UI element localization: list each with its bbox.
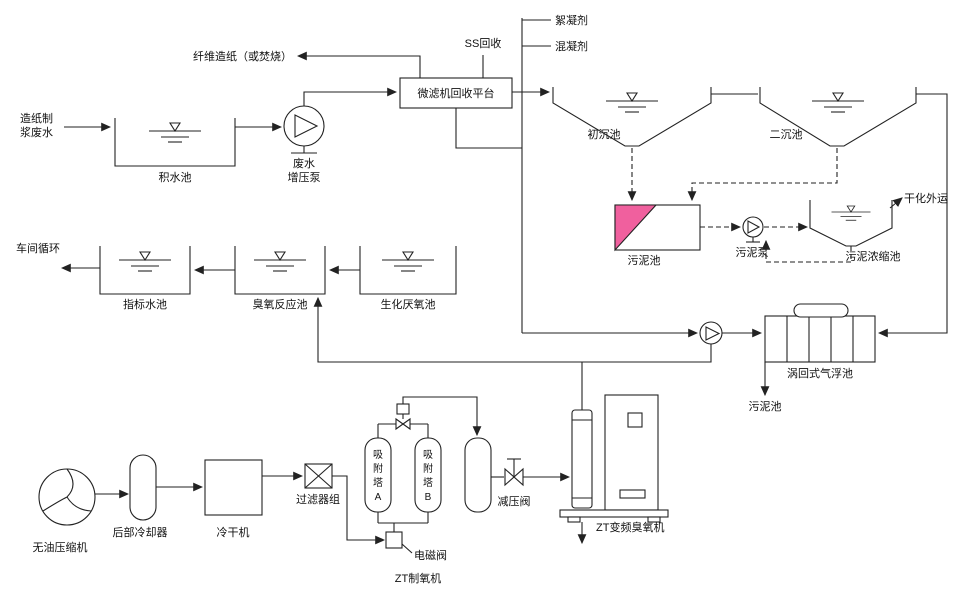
workshop-cycle-label: 车间循环 xyxy=(16,241,60,255)
ozone-base-foot xyxy=(647,516,661,523)
microfilter-platform-label: 微滤机回收平台 xyxy=(418,86,495,100)
ozone-base-shape xyxy=(559,509,669,518)
ozone-supply-section: 无油压缩机 后部冷却器 冷干机 过滤器组 电磁阀 ZT制氧机 吸 附 塔 A 吸… xyxy=(33,362,669,585)
ss-recovery-label: SS回收 xyxy=(465,36,502,50)
pipe-fiber-recovery xyxy=(296,51,421,78)
solenoid-valve-label: 电磁阀 xyxy=(414,548,447,562)
ozone-tank-shape xyxy=(234,246,326,295)
pressure-reducing-valve-icon xyxy=(504,467,524,487)
primary-sedimentation-shape xyxy=(552,87,712,147)
indicator-tank-shape xyxy=(99,246,191,295)
pipe-filter-to-solenoid xyxy=(332,475,386,545)
booster-pump-impeller xyxy=(294,114,319,138)
sludge-tank-highlight xyxy=(614,204,658,252)
tower-a-char1: 吸 xyxy=(373,450,383,461)
water-level-icon xyxy=(811,92,865,113)
booster-pump-label-line2: 增压泵 xyxy=(288,170,321,184)
tower-b-char2: 附 xyxy=(423,462,433,475)
wastewater-section: 造纸制 浆废水 积水池 废水 增压泵 微滤机回收平台 纤维造纸（或焚烧） SS回… xyxy=(20,13,948,338)
compressor-blade xyxy=(42,496,68,512)
tower-b-char3: 塔 xyxy=(423,476,433,489)
pipe-return-ozone-feed xyxy=(313,296,712,363)
coagulant-label: 混凝剂 xyxy=(555,39,588,53)
cabinet-panel-icon xyxy=(627,412,643,428)
pipe-booster-to-microfilter xyxy=(303,87,398,106)
pipe-secondary-to-flotation xyxy=(877,93,948,338)
flotation-label: 涡回式气浮池 xyxy=(787,366,853,380)
compressor-blade xyxy=(66,468,74,498)
oxygen-buffer-tank-shape xyxy=(464,437,492,513)
flotation-pump-impeller xyxy=(705,326,721,341)
water-level-icon xyxy=(831,205,871,221)
cooler-shape xyxy=(129,454,157,521)
oxygen-machine-label: ZT制氧机 xyxy=(395,571,441,585)
anaerobic-tank-shape xyxy=(359,246,457,295)
flotation-dome xyxy=(793,303,849,318)
ozone-base-foot xyxy=(567,516,581,523)
changeover-valve-icon xyxy=(395,417,411,431)
filter-label: 过滤器组 xyxy=(296,492,340,506)
flocculant-label: 絮凝剂 xyxy=(555,13,588,27)
treatment-row-section: 涡回式气浮池 污泥池 生化厌氧池 臭氧反应池 指标水池 车间循环 xyxy=(16,241,876,413)
sludge-pump-impeller xyxy=(747,220,761,234)
tower-b-char4: B xyxy=(425,492,432,503)
flotation-tank-shape xyxy=(764,315,876,363)
ozone-generator-tube-shape xyxy=(571,409,593,509)
pipe-tower-tops xyxy=(377,423,429,438)
thickener-label: 污泥浓缩池 xyxy=(846,250,901,263)
sludge-tank-label: 污泥池 xyxy=(628,254,661,267)
cabinet-vent-icon xyxy=(619,489,646,499)
compressor-label: 无油压缩机 xyxy=(33,540,88,554)
booster-pump-label-line1: 废水 xyxy=(293,156,315,170)
top-valve-box-icon xyxy=(396,403,410,415)
tower-a-char2: 附 xyxy=(373,462,383,475)
indicator-tank-label: 指标水池 xyxy=(123,297,167,311)
filter-cross xyxy=(304,463,333,489)
water-level-icon xyxy=(605,92,659,113)
feed-label-line2: 浆废水 xyxy=(20,125,53,139)
solenoid-valve-icon xyxy=(385,531,403,549)
secondary-sedimentation-label: 二沉池 xyxy=(770,128,803,141)
solenoid-leader xyxy=(401,543,413,554)
pipe-solenoid-to-towers xyxy=(377,512,429,532)
dash-thickener-return xyxy=(761,239,852,263)
primary-sedimentation-label: 初沉池 xyxy=(588,127,621,141)
pipe-microfilter-reject xyxy=(455,108,522,149)
water-level-icon xyxy=(381,251,435,272)
compressor-blade xyxy=(66,496,92,512)
prv-label: 减压阀 xyxy=(498,494,531,508)
flotation-sludge-label: 污泥池 xyxy=(749,400,782,413)
pipe-towers-to-buffer xyxy=(402,396,482,437)
sludge-pump-label: 污泥泵 xyxy=(736,246,769,259)
fiber-paper-label: 纤维造纸（或焚烧） xyxy=(193,49,292,63)
ozone-machine-label: ZT变频臭氧机 xyxy=(596,520,664,534)
water-level-icon xyxy=(253,251,307,272)
microfilter-platform-shape xyxy=(399,77,513,109)
dryer-label: 冷干机 xyxy=(217,525,250,539)
dash-secondary-sludge xyxy=(687,148,838,202)
sludge-section: 污泥池 污泥泵 污泥浓缩池 干化外运 xyxy=(614,148,948,267)
dryer-shape xyxy=(204,459,263,516)
dried-out-label: 干化外运 xyxy=(904,191,948,205)
collection-tank-shape xyxy=(114,118,236,167)
ozone-tank-label: 臭氧反应池 xyxy=(253,297,308,311)
feed-label-line1: 造纸制 xyxy=(20,111,53,125)
thickener-shape xyxy=(809,200,893,247)
tower-a-char4: A xyxy=(375,492,382,503)
tower-a-char3: 塔 xyxy=(373,476,383,489)
collection-tank-label: 积水池 xyxy=(159,171,192,184)
water-level-icon xyxy=(148,122,202,143)
water-level-icon xyxy=(118,251,172,272)
tower-b-char1: 吸 xyxy=(423,450,433,461)
pipe-dried-out xyxy=(889,197,903,209)
secondary-sedimentation-shape xyxy=(759,87,917,147)
anaerobic-tank-label: 生化厌氧池 xyxy=(381,297,436,311)
cooler-label: 后部冷却器 xyxy=(113,525,168,539)
